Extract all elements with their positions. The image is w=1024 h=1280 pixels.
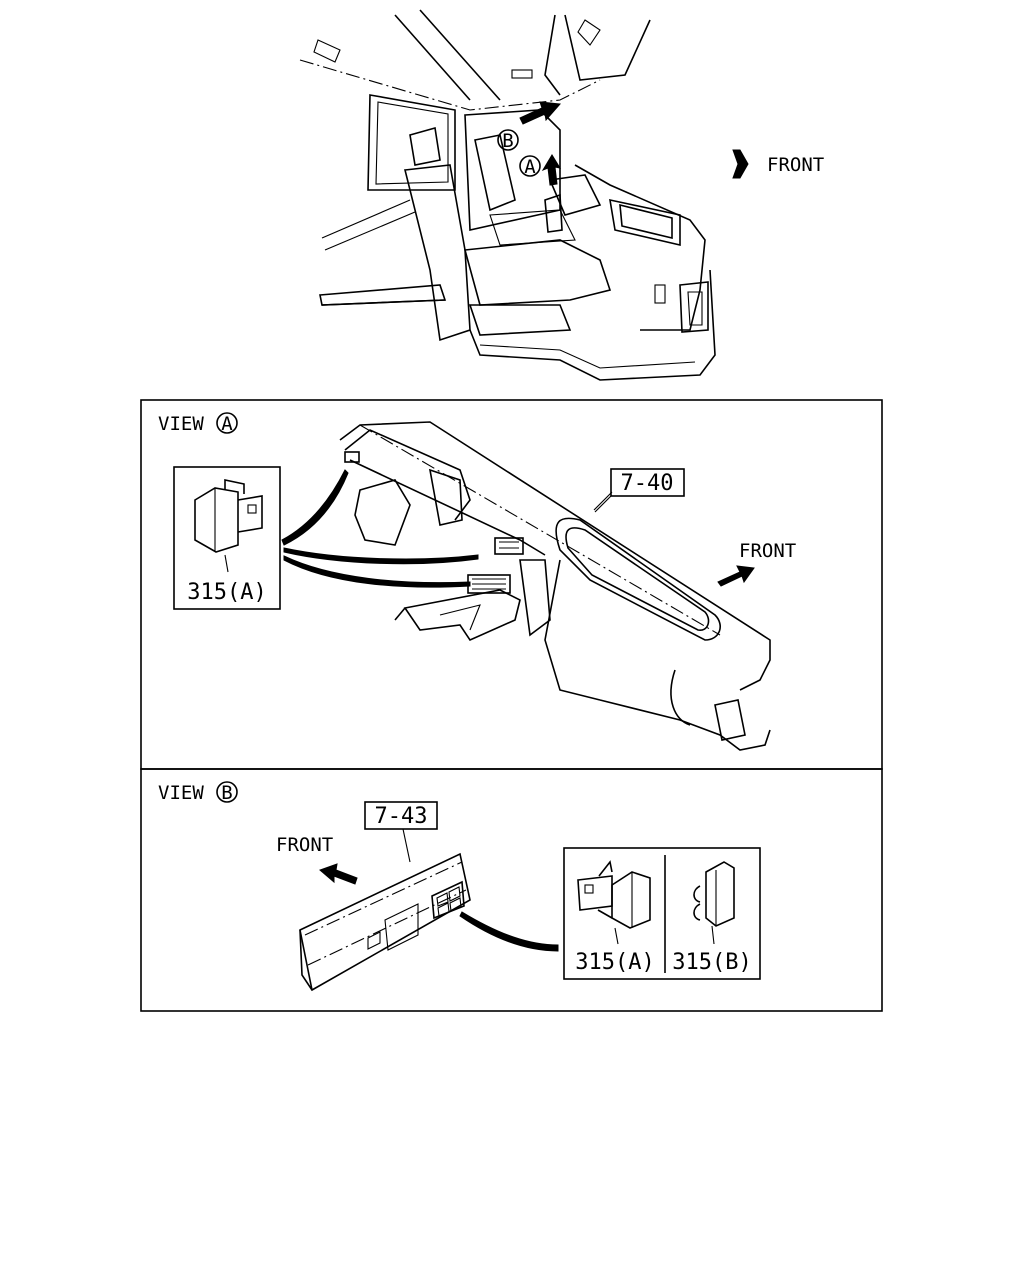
view-a-title-text: VIEW — [158, 413, 204, 435]
cab-interior-illustration: B A — [299, 9, 716, 381]
view-a-front-indicator: FRONT — [717, 540, 796, 587]
front-arrow-icon — [732, 149, 749, 179]
view-b-part-number-a: 315(A) — [575, 950, 654, 975]
view-a-title-letter: A — [221, 413, 233, 435]
view-a-part-ref: 7-40 — [621, 471, 674, 496]
view-b-part-number-b: 315(B) — [672, 950, 751, 975]
part-ref-7-43: 7-43 — [364, 801, 438, 863]
view-b-front-label: FRONT — [276, 834, 333, 856]
view-a-title: VIEW A — [158, 412, 238, 435]
view-b-panel — [140, 768, 883, 1012]
callout-a-circle — [519, 155, 541, 177]
view-a-part-number: 315(A) — [187, 580, 266, 605]
instrument-panel-illustration — [339, 421, 771, 751]
part-ref-7-40: 7-40 — [593, 468, 685, 511]
view-a-leader-lines — [281, 469, 479, 588]
view-b-front-indicator: FRONT — [276, 834, 358, 885]
switch-315a-inset: 315(A) — [173, 466, 281, 610]
view-b-leader-line — [459, 911, 559, 952]
view-b-part-ref: 7-43 — [375, 804, 428, 829]
overview-front-indicator: FRONT — [732, 149, 824, 179]
view-a-letter-circle — [216, 412, 238, 434]
front-arrow-icon — [717, 565, 755, 587]
front-arrow-icon — [319, 863, 358, 885]
callout-a-label: A — [524, 156, 536, 178]
view-b-title-text: VIEW — [158, 782, 204, 804]
callout-b-label: B — [502, 130, 513, 152]
view-b-title-letter: B — [221, 782, 232, 804]
overview-front-label: FRONT — [767, 154, 824, 176]
view-b-title: VIEW B — [158, 781, 238, 804]
view-a-front-label: FRONT — [739, 540, 796, 562]
switch-315-inset: 315(A) 315(B) — [563, 847, 761, 980]
callout-b-circle — [497, 129, 519, 151]
overhead-console-illustration — [299, 852, 471, 992]
view-b-letter-circle — [216, 781, 238, 803]
